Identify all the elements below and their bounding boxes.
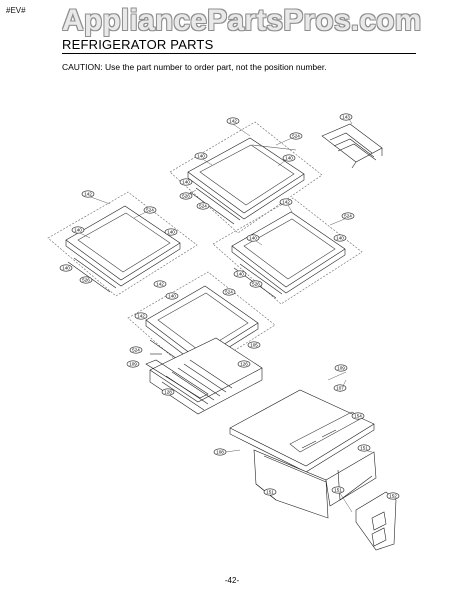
callout: 526 [179, 192, 193, 200]
meat-drawer [145, 337, 263, 415]
svg-text:126: 126 [240, 362, 248, 367]
svg-text:151: 151 [334, 488, 342, 493]
callout: 140 [59, 264, 73, 272]
callout: 128 [161, 388, 175, 396]
document-code: #EV# [6, 6, 26, 15]
page-number: -42- [224, 576, 240, 585]
callout: 526 [249, 280, 263, 288]
glass-shelf-1 [169, 121, 323, 234]
callout: 140 [165, 292, 179, 300]
svg-text:140: 140 [336, 236, 344, 241]
callout: 142 [153, 280, 167, 288]
callout: 524 [143, 206, 157, 214]
leader-lines [77, 116, 373, 513]
callout: 140 [282, 154, 296, 162]
svg-text:140: 140 [285, 156, 293, 161]
svg-text:140: 140 [168, 294, 176, 299]
glass-shelf-2 [47, 191, 198, 297]
callout: 140 [233, 270, 247, 278]
page-title: REFRIGERATOR PARTS [62, 37, 214, 52]
svg-text:151: 151 [266, 490, 274, 495]
callout: 107 [333, 384, 347, 392]
svg-text:526: 526 [252, 282, 260, 287]
callout: 151 [263, 488, 277, 496]
svg-text:524: 524 [225, 290, 233, 295]
svg-text:109: 109 [129, 362, 137, 367]
callout: 140 [179, 178, 193, 186]
svg-text:152: 152 [389, 494, 397, 499]
callout: 126 [237, 360, 251, 368]
svg-text:524: 524 [292, 134, 300, 139]
callout: 152 [386, 492, 400, 500]
callout: 108 [213, 448, 227, 456]
svg-text:140: 140 [62, 266, 70, 271]
svg-text:128: 128 [164, 390, 172, 395]
callout: 142 [134, 312, 148, 320]
panel-152 [355, 491, 397, 551]
svg-text:142: 142 [282, 200, 290, 205]
callout: 140 [194, 152, 208, 160]
callout: 109 [334, 364, 348, 372]
bracket-143 [321, 123, 383, 169]
callout: 140 [246, 234, 260, 242]
svg-text:151: 151 [360, 446, 368, 451]
callout: 109 [126, 360, 140, 368]
svg-text:142: 142 [137, 314, 145, 319]
svg-text:105: 105 [250, 343, 258, 348]
svg-text:140: 140 [197, 154, 205, 159]
svg-text:109: 109 [337, 366, 345, 371]
callout: 142 [81, 190, 95, 198]
callout: 140 [333, 234, 347, 242]
callout: 524 [341, 212, 355, 220]
svg-text:526: 526 [82, 278, 90, 283]
svg-text:143: 143 [342, 115, 350, 120]
svg-text:142: 142 [229, 119, 237, 124]
svg-text:524: 524 [344, 214, 352, 219]
callout: 151 [357, 444, 371, 452]
svg-text:526: 526 [182, 194, 190, 199]
svg-text:140: 140 [182, 180, 190, 185]
callout: 142 [279, 198, 293, 206]
callout-labels: 143 142 524 140 140 140 526 524 142 524 … [59, 113, 400, 500]
svg-text:140: 140 [167, 230, 175, 235]
glass-shelf-3 [212, 197, 363, 305]
watermark-logo: AppliancePartsPros.com [62, 4, 422, 37]
callout: 142 [226, 117, 240, 125]
svg-text:140: 140 [74, 228, 82, 233]
crisper-cover [229, 389, 375, 473]
svg-text:524: 524 [199, 204, 207, 209]
callout: 526 [79, 276, 93, 284]
callout: 524 [129, 346, 143, 354]
svg-text:142: 142 [156, 282, 164, 287]
svg-text:140: 140 [249, 236, 257, 241]
svg-text:142: 142 [84, 192, 92, 197]
svg-text:107: 107 [336, 386, 344, 391]
svg-text:140: 140 [236, 272, 244, 277]
svg-text:108: 108 [216, 450, 224, 455]
svg-text:524: 524 [146, 208, 154, 213]
callout: 143 [339, 113, 353, 121]
callout: 524 [222, 288, 236, 296]
callout: 151 [331, 486, 345, 494]
callout: 524 [196, 202, 210, 210]
caution-note: CAUTION: Use the part number to order pa… [62, 62, 327, 72]
callout: 140 [164, 228, 178, 236]
callout: 105 [247, 341, 261, 349]
callout: 524 [289, 132, 303, 140]
callout: 140 [71, 226, 85, 234]
title-divider [62, 53, 416, 54]
svg-text:154: 154 [354, 414, 362, 419]
svg-text:524: 524 [132, 348, 140, 353]
callout: 154 [351, 412, 365, 420]
